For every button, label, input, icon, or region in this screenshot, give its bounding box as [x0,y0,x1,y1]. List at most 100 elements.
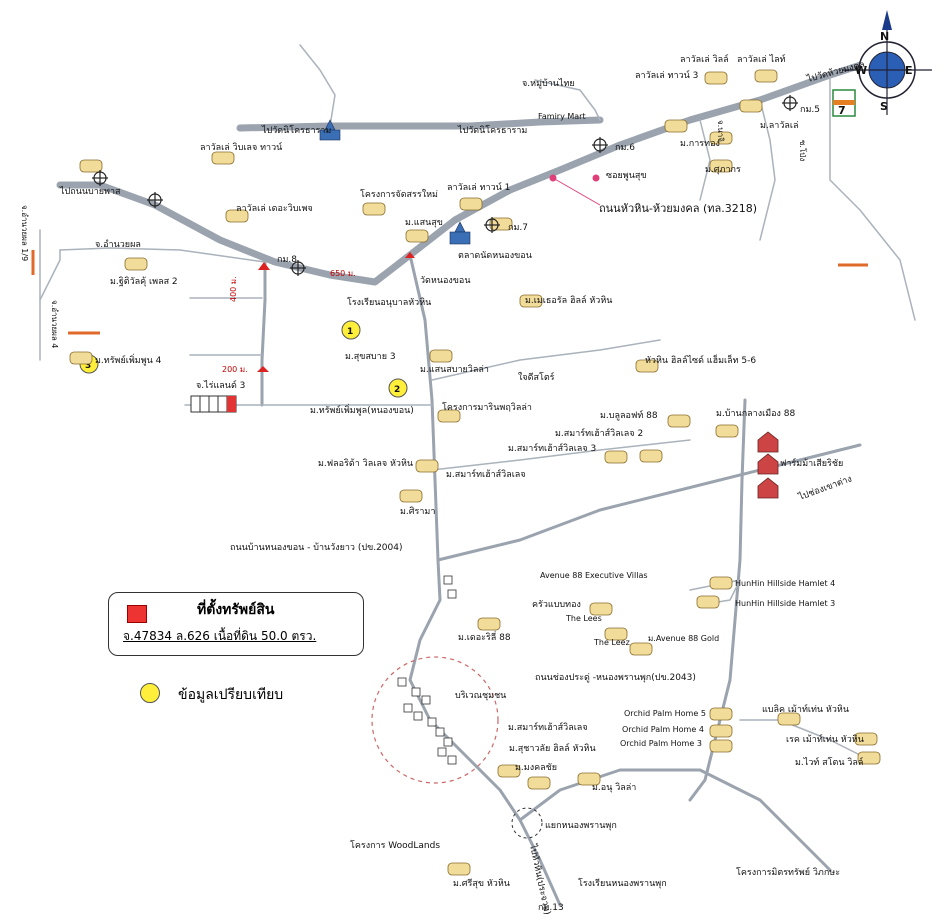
label-dist-200: 200 ม. [222,365,248,374]
label-dist-400: 400 ม. [229,276,238,302]
label-m-saenphong: ม.แสนสุข [405,218,443,228]
label-dist-650: 650 ม. [330,269,356,278]
compass-n: N [880,30,889,43]
road-soi-left [59,247,266,263]
label-km5: กม.5 [800,105,820,115]
legend-asset-desc: จ.47834 ล.626 เนื้อที่ดิน 50.0 ตรว. [123,629,317,643]
label-mitsap: โครงการมิตรทรัพย์ วิภกษะ [736,866,840,878]
label-m-saengsabai: ม.แสนสบายวิลล่า [420,364,489,375]
farm-house-icons [757,431,779,499]
compass-icon: N S E W [842,10,932,115]
community-houses [397,575,457,765]
label-road-2043: ถนนช่องประดู่ -หนองพรานพุก(ปข.2043) [535,673,696,683]
label-m-siram: ม.ศิรามา [400,506,435,517]
label-famiry-mart: Famiry Mart [538,112,586,121]
legend-compare-label: ข้อมูลเปรียบเทียบ [178,687,284,703]
label-m-srisook: ม.ศรีสุข หัวหิน [453,878,510,889]
label-soi-rai-land: จ.ไร่แลนด์ 3 [196,379,245,391]
legend-asset-title: ที่ตั้งทรัพย์สิน [197,602,275,618]
label-hillside4: HunHin Hillside Hamlet 4 [735,579,835,588]
label-m-smart-village-b: ม.สมาร์ทเฮ้าส์วิลเลจ [508,721,588,733]
compare-marker-2: 2 [388,378,408,398]
label-orchid4: Orchid Palm Home 4 [622,725,704,734]
village-icons [69,69,881,876]
intersection-circle [511,807,543,839]
label-m-baan-88: ม.บ้านกลางเมือง 88 [716,408,796,419]
label-orchid5: Orchid Palm Home 5 [624,709,706,718]
road-east [436,443,862,562]
label-the-lees2: The Leez [593,638,630,647]
label-intersection: แยกหนองพรานพุก [545,821,617,831]
svg-text:7: 7 [838,104,846,117]
label-hillside3: HunHin Hillside Hamlet 3 [735,599,835,608]
label-soi-amphon: จ.อำนวยผล [95,239,141,250]
label-m-mongchai: ม.มงคลชัย [515,763,557,773]
road-soi-top [534,79,601,121]
pink-marker-2 [592,174,600,182]
arrow-650 [405,252,415,258]
label-soi-mu-ban-thai: จ.หมู่บ้านไทย [522,78,575,89]
road-center-east [431,339,661,381]
label-lawan-right: ม.ลาวัลเล่ [760,121,799,131]
legend-asset-box: ที่ตั้งทรัพย์สิน จ.47834 ล.626 เนื้อที่ด… [108,592,364,656]
label-market: ตลาดนัดหนองขอน [458,251,532,261]
road-upper-branch [236,116,604,132]
label-m-smart-village3: ม.สมาร์ทเฮ้าส์วิลเลจ 3 [508,442,596,454]
label-avenue88-exec: Avenue 88 Executive Villas [540,571,648,580]
seven-eleven-logo: 7 [832,89,856,117]
label-m-smart-village2: ม.สมาร์ทเฮ้าส์วิลเลจ 2 [555,427,643,439]
label-m-florida: ม.ฟลอริด้า วิลเลจ หัวหิน [318,458,413,469]
label-soi-amphon-4: จ.อำนวยผล 4 [50,300,59,348]
label-m-avenue88-gold: ม.Avenue 88 Gold [648,634,719,643]
label-to-wat-nong-kham-2: ไปวัดนิโครธาราม [457,125,527,136]
compare-marker-1: 1 [341,320,361,340]
community-circle [371,656,499,784]
asset-marker [227,396,236,412]
label-m-rittichai: ม.ฐิติวัลคุ้ เพลส 2 [110,276,178,287]
label-project-marin: โครงการมารินพฤวิลล่า [442,402,532,413]
traffic-signals [92,95,798,276]
svg-text:2: 2 [394,385,400,395]
label-m-suphakorn: ม.ศุภากร [705,165,741,175]
label-km8: กม.8 [277,255,297,265]
road-right-1 [759,99,776,241]
label-to-wat-nong-kham: ไปวัดนิโครธาราม [261,125,331,136]
temple-icons [319,119,471,245]
road-right-2 [829,74,916,321]
label-woodlands: โครงการ WoodLands [350,840,440,851]
label-km13: กม.13 [538,903,564,913]
label-soi-pong: ซ.โป่ง [798,140,808,161]
label-m-karathong: ม.การทอง [680,139,720,149]
label-km7: กม.7 [508,223,528,233]
road-center-east2 [431,439,691,471]
svg-text:1: 1 [347,327,353,337]
label-jaidee-store: ใจดีสโตร์ [518,371,555,383]
label-main-highway: ถนนหัวหิน-ห้วยมงคล (ทล.3218) [599,202,757,215]
label-kitchen: ครัวแบบทอง [532,600,581,610]
label-soi-jaeng: จ.นาจิ [716,120,725,142]
label-wat-nongkhon: วัดหนองขอน [420,276,471,286]
label-school-nongkhon: โรงเรียนอนุบาลหัวหิน [347,297,431,308]
road-north-south [408,253,562,907]
label-lawan-village: ลาวัลเล่ เดอะวิบเพจ [236,203,313,214]
label-m-decoris88: ม.เดอะริลี่ 88 [458,630,511,643]
road-right-3 [699,119,711,201]
label-lawan-town1: ลาวัลเล่ ทาวน์ 1 [447,181,510,193]
compass-s: S [880,100,888,113]
label-project-jatsan: โครงการจัดสรรใหม่ [360,189,438,200]
label-m-white-lodge: ม.ไวท์ สโตน วิลล์ [795,756,863,768]
road-chong-pradu [518,768,832,872]
road-main-highway [56,58,874,286]
svg-text:3: 3 [85,361,91,371]
arrow-200 [257,366,269,372]
label-road-2004: ถนนบ้านหนองขอน - บ้านวังยาว (ปข.2004) [230,542,403,553]
legend-compare-dot [140,683,160,703]
road-south-east [739,719,871,761]
label-farm-ma: ฟาร์มม้าเสียริชัย [780,457,843,469]
label-m-supsap-4: ม.ทรัพย์เพิ่มพูน 4 [95,353,162,366]
label-school-nongphran: โรงเรียนหนองพรานพุก [578,878,667,889]
label-huahin-hillside-ham: หัวหิน ฮิลล์ไซด์ แฮ็มเล็ท 5-6 [645,353,756,366]
label-lawan-vibe: ลาวัลเล่ วิบเลจ ทาวน์ [200,141,282,153]
road-soi-left2 [39,249,61,301]
label-to-khao-tao: ไปช่องเขาต่าง [796,473,853,503]
